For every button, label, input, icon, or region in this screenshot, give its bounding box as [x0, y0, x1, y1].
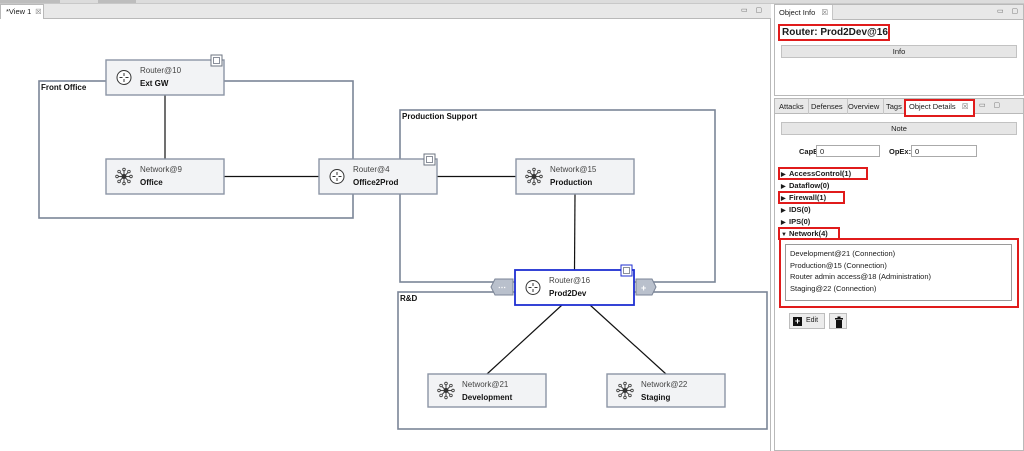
connection-line	[486, 304, 563, 375]
opex-field[interactable]: 0	[911, 145, 977, 157]
port-marker-right[interactable]	[635, 278, 657, 296]
node-name: Network@21	[462, 380, 509, 389]
connection-line	[573, 193, 576, 271]
close-icon[interactable]: ☒	[821, 8, 829, 17]
tab-overview[interactable]: Overview	[844, 99, 885, 114]
node-name: Network@15	[550, 165, 597, 174]
tree-item[interactable]: ▶Dataflow(0)	[781, 181, 829, 192]
capex-label: CapEx:	[799, 147, 825, 156]
router-icon	[116, 70, 132, 85]
tree-item[interactable]: ▶Firewall(1)	[781, 193, 826, 204]
node-label: Office2Prod	[353, 178, 398, 187]
node-label: Staging	[641, 393, 670, 402]
close-icon[interactable]: ☒	[35, 9, 42, 16]
tree-item[interactable]: ▶IDS(0)	[781, 205, 811, 216]
chevron-right-icon[interactable]: ▶	[781, 220, 786, 226]
node-network9[interactable]	[105, 158, 225, 195]
node-name: Router@4	[353, 165, 390, 174]
details-window-controls[interactable]: ▭ ▢	[979, 102, 1004, 109]
group-label: Production Support	[402, 112, 477, 121]
tab-object-details-label: Object Details	[909, 102, 956, 111]
info-button[interactable]: Info	[781, 45, 1017, 58]
node-label: Office	[140, 178, 163, 187]
highlight-box-title	[778, 24, 890, 41]
editor-window-controls[interactable]: ▭ ▢	[741, 7, 766, 14]
node-name: Router@16	[549, 276, 591, 285]
list-item[interactable]: Development@21 (Connection)	[790, 249, 896, 258]
delete-button[interactable]	[829, 313, 847, 329]
chevron-right-icon[interactable]: ▶	[781, 208, 786, 214]
chevron-right-icon[interactable]: ▶	[781, 196, 786, 202]
note-button[interactable]: Note	[781, 122, 1017, 135]
plus-icon: +	[793, 316, 802, 326]
tree-item-label: Firewall(1)	[789, 193, 827, 202]
tree-item-label: AccessControl(1)	[789, 169, 852, 178]
tree-item[interactable]: ▶IPS(0)	[781, 217, 810, 228]
tree-item-label: Network(4)	[789, 229, 828, 238]
chevron-down-icon[interactable]: ▼	[781, 232, 787, 238]
tree-item[interactable]: ▼Network(4)	[781, 229, 828, 240]
node-label: Ext GW	[140, 79, 169, 88]
node-label: Prod2Dev	[549, 289, 587, 298]
group-production-support[interactable]	[399, 109, 716, 283]
node-label: Production	[550, 178, 592, 187]
object-info-panel: Object Info ☒ ▭ ▢ Router: Prod2Dev@16 In…	[774, 4, 1024, 96]
list-item[interactable]: Router admin access@18 (Administration)	[790, 272, 932, 281]
chevron-right-icon[interactable]: ▶	[781, 172, 786, 178]
ellipsis-icon: ⋯	[498, 283, 506, 292]
tab-view-1-label: *View 1	[6, 7, 32, 16]
highlight-box-network-list	[779, 238, 1019, 308]
capex-field[interactable]: 0	[816, 145, 880, 157]
router-icon	[525, 280, 541, 295]
top-toolbar-strip	[0, 0, 1024, 4]
expand-subview-icon[interactable]	[423, 153, 436, 166]
node-label: Development	[462, 393, 513, 402]
node-name: Network@22	[641, 380, 688, 389]
plus-icon: +	[641, 283, 646, 293]
highlight-box-tree-item	[778, 191, 845, 204]
port-marker-left[interactable]	[490, 278, 514, 296]
group-label: Front Office	[41, 83, 87, 92]
tree-item[interactable]: ▶AccessControl(1)	[781, 169, 851, 180]
highlight-box-tree-item	[778, 167, 868, 180]
object-title: Router: Prod2Dev@16	[782, 27, 888, 38]
object-details-panel: Attacks Defenses Overview Tags Object De…	[774, 98, 1024, 451]
router-icon	[329, 169, 345, 184]
tab-attacks[interactable]: Attacks	[775, 99, 809, 114]
details-tab-bar: Attacks Defenses Overview Tags Object De…	[775, 99, 1023, 114]
close-icon[interactable]: ☒	[961, 102, 969, 111]
editor-tab-bar: *View 1☒ ▭ ▢	[0, 4, 771, 19]
object-info-tab-bar: Object Info ☒ ▭ ▢	[775, 5, 1023, 20]
edit-button[interactable]: + Edit	[789, 313, 825, 329]
edit-button-label: Edit	[806, 317, 819, 324]
tree-item-label: Dataflow(0)	[789, 181, 830, 190]
expand-subview-icon[interactable]	[620, 264, 633, 277]
tab-defenses[interactable]: Defenses	[807, 99, 848, 114]
tab-object-info-label: Object Info	[779, 8, 816, 17]
object-info-window-controls[interactable]: ▭ ▢	[997, 8, 1022, 15]
expand-subview-icon[interactable]	[210, 54, 223, 67]
connection-line	[589, 304, 667, 375]
list-item[interactable]: Staging@22 (Connection)	[790, 283, 877, 293]
group-label: R&D	[400, 294, 418, 303]
network-connections-list[interactable]: Development@21 (Connection) Production@1…	[785, 244, 1012, 301]
tab-object-info[interactable]: Object Info ☒	[775, 5, 834, 20]
trash-icon	[835, 316, 843, 328]
node-name: Router@10	[140, 66, 182, 75]
tree-item-label: IDS(0)	[789, 205, 811, 214]
tree-item-label: IPS(0)	[789, 217, 811, 226]
tab-view-1[interactable]: *View 1☒	[0, 4, 44, 19]
group-rnd[interactable]	[397, 291, 768, 430]
group-front-office[interactable]	[38, 80, 354, 219]
opex-label: OpEx:	[889, 147, 912, 156]
node-name: Network@9	[140, 165, 182, 174]
highlight-box-object-details-tab	[904, 99, 975, 117]
list-item[interactable]: Production@15 (Connection)	[790, 260, 887, 270]
chevron-right-icon[interactable]: ▶	[781, 184, 786, 190]
